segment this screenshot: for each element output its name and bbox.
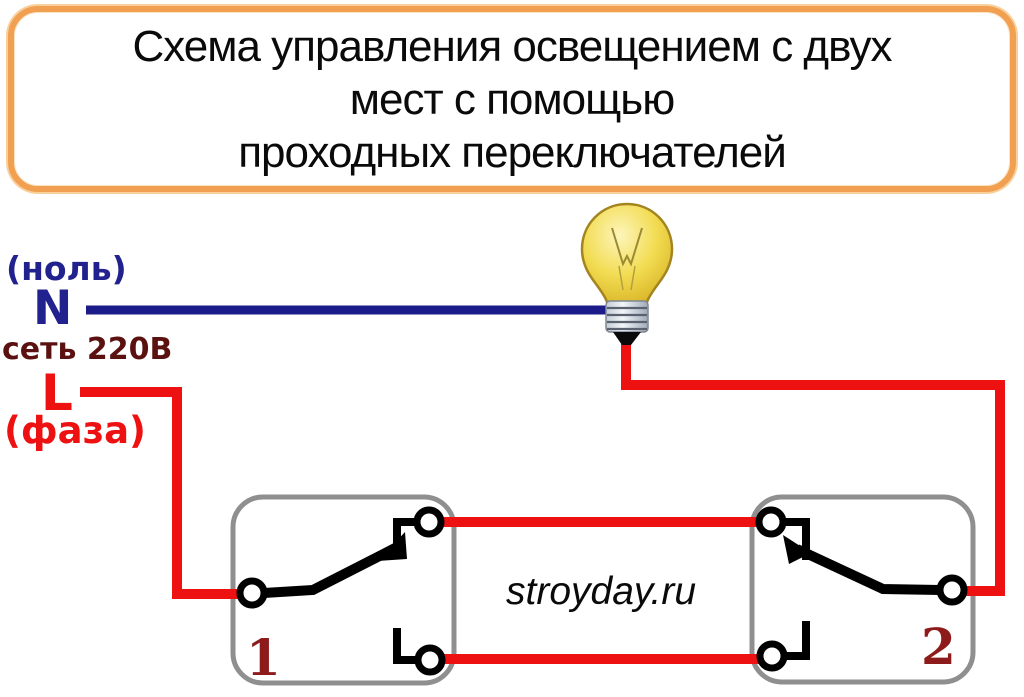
bulb-screw-base [605,300,649,333]
switch-2-lever-tip [783,535,811,564]
neutral-letter-label: N [33,281,73,336]
switch-1-number: 1 [246,628,281,687]
switch-2-top-contact [785,518,810,560]
switch-2-mechanism [755,506,968,672]
bulb-glass [580,202,674,304]
title-box: Схема управления освещением с двух мест … [8,6,1016,192]
bulb-filament [611,227,643,267]
switch-1-common-terminal [236,577,268,609]
mains-voltage-label: сеть 220В [2,332,173,367]
watermark-text: stroyday.ru [506,570,697,613]
title-line-3: проходных переключателей [238,127,787,177]
title-line-1: Схема управления освещением с двух [132,21,892,71]
switch-1-bottom-contact [393,628,415,664]
lamp-wire-to-switch-2 [621,328,1005,596]
switch-1-lever [263,541,402,598]
switch-1-lever-tip [378,532,407,561]
switch-2-number: 2 [921,617,956,676]
phase-letter-label: L [41,364,73,422]
title-line-2: мест с помощью [349,74,675,124]
bulb-screw-threads [607,306,647,331]
phase-wire-to-switch-1 [80,387,241,599]
switch-2-lever [794,544,941,595]
switch-2-bottom-contact [786,621,810,660]
bulb-filament-leads [618,265,636,291]
switch-1-mechanism [236,506,446,676]
phase-name-label: (фаза) [4,409,146,452]
switch-2-common-terminal [936,574,968,606]
switch-2-top-terminal [755,506,787,538]
neutral-name-label: (ноль) [6,249,127,288]
light-bulb-icon [580,202,674,345]
switch-1-bottom-terminal [414,644,446,676]
bulb-contact-tip [613,332,641,345]
switch-1-top-terminal [413,506,445,538]
switch-2-bottom-terminal [756,640,788,672]
